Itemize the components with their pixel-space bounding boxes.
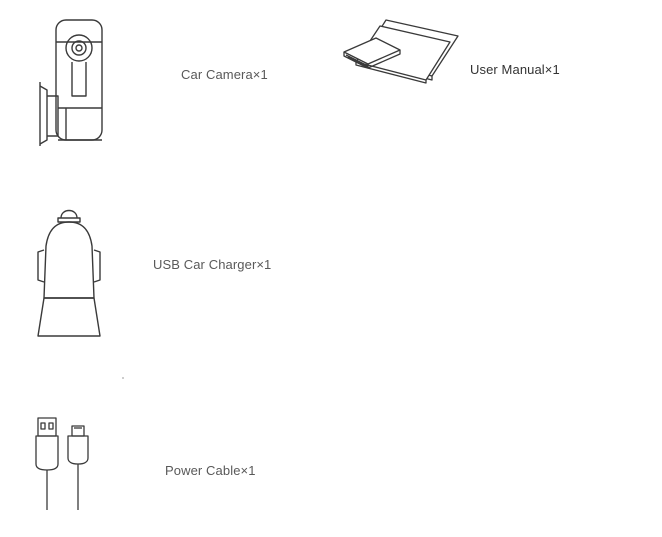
car-camera-icon bbox=[28, 12, 112, 152]
usb-car-charger-label: USB Car Charger×1 bbox=[153, 257, 272, 272]
stray-mark bbox=[122, 377, 124, 379]
power-cable-label: Power Cable×1 bbox=[165, 463, 256, 478]
user-manual-icon bbox=[340, 16, 462, 84]
power-cable-icon bbox=[28, 414, 104, 514]
usb-car-charger-icon bbox=[32, 206, 106, 340]
car-camera-label: Car Camera×1 bbox=[181, 67, 268, 82]
user-manual-label: User Manual×1 bbox=[470, 62, 560, 77]
